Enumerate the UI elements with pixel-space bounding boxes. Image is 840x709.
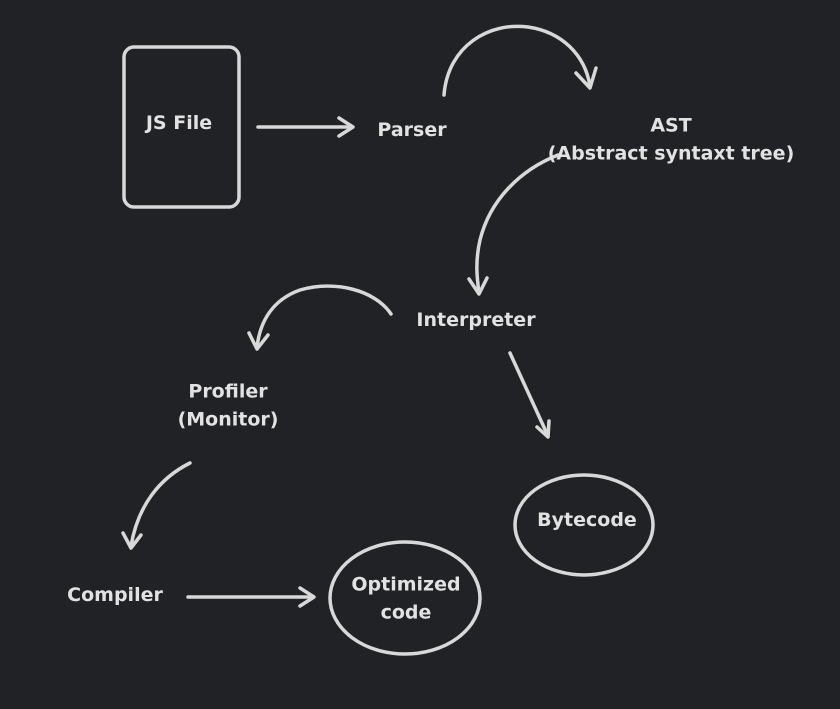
ast-label: AST (Abstract syntaxt tree) [548,112,795,167]
parser-label: Parser [377,119,447,142]
js-file-label: JS File [145,112,213,135]
arrow-profiler-to-compiler [121,461,192,550]
optimized-code-ellipse [328,540,482,656]
profiler-subtitle: (Monitor) [177,408,279,430]
profiler-title: Profiler [188,380,268,403]
optimized-code-line2: code [380,601,432,623]
arrow-interpreter-to-bytecode [508,351,551,439]
arrow-jsfile-to-parser [256,116,355,138]
bytecode-label: Bytecode [537,509,637,532]
arrow-ast-to-interpreter [467,153,560,296]
js-file-box [122,45,241,209]
optimized-code-label: Optimized code [351,571,460,626]
arrow-parser-to-ast [442,24,598,97]
ast-subtitle: (Abstract syntaxt tree) [547,142,795,164]
optimized-code-line1: Optimized [351,573,461,596]
bytecode-ellipse [513,473,655,577]
ast-title: AST [650,114,692,137]
arrow-compiler-to-optimized [186,586,316,608]
compiler-label: Compiler [67,584,163,607]
profiler-label: Profiler (Monitor) [178,378,279,433]
arrow-interpreter-to-profiler [247,284,393,351]
interpreter-label: Interpreter [416,309,536,332]
